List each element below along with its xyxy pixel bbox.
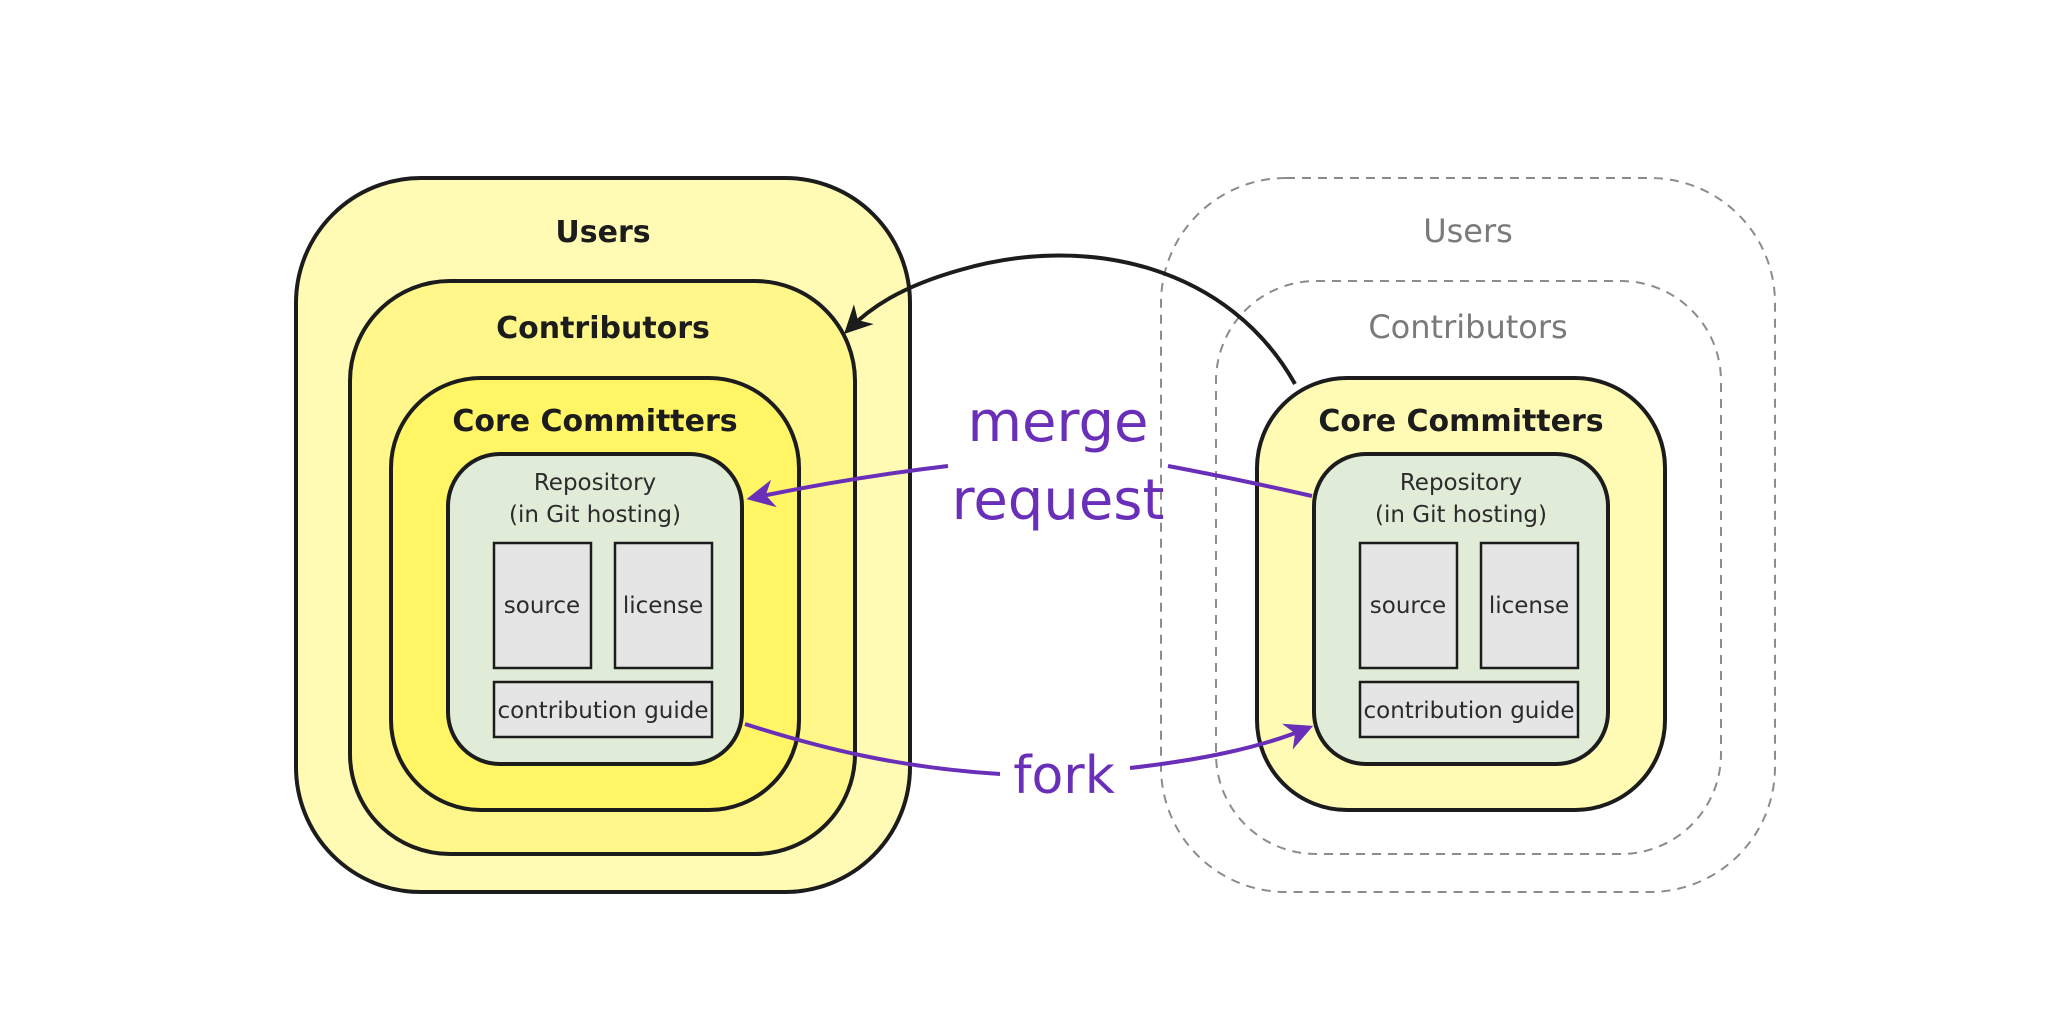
fork-license-box [1479,541,1580,670]
upstream-license-label: license [623,593,703,619]
upstream-core-label: Core Committers [452,404,737,439]
fork-contributors-label: Contributors [1368,308,1567,346]
fork-label: fork [1013,746,1115,806]
fork-arrow-left [744,722,1001,776]
fork-users-box [1160,177,1776,893]
fork-guide-box [1358,680,1580,739]
upstream-license-box [613,541,714,670]
upstream-repository-label-line2: (in Git hosting) [509,502,681,528]
upstream-guide-box [492,680,714,739]
fork-arrow-right [1129,723,1314,770]
merge-request-label-line2: request [952,468,1165,533]
upstream-project: Users Contributors Core Committers Repos… [294,176,912,894]
upstream-contributors-label: Contributors [496,311,710,346]
fork-repository-label-line1: Repository [1400,470,1522,496]
forked-project: Users Contributors Core Committers Repos… [1160,177,1776,893]
fork-users-label: Users [1423,212,1513,250]
upstream-users-label: Users [555,215,650,250]
merge-request-arrow-right [1167,464,1313,498]
merge-request-label-line1: merge [967,390,1148,455]
merge-request-arrow-left [746,464,949,508]
fork-guide-label: contribution guide [1363,698,1574,724]
fork-core-label: Core Committers [1318,404,1603,439]
fork-license-label: license [1489,593,1569,619]
fork-source-label: source [1370,593,1446,619]
upstream-source-label: source [504,593,580,619]
core-to-contributors-arrow [844,253,1297,385]
upstream-guide-label: contribution guide [497,698,708,724]
fork-contributors-box [1215,280,1722,855]
upstream-source-box [492,541,593,670]
upstream-repository-label-line1: Repository [534,470,656,496]
fork-source-box [1358,541,1459,670]
fork-repository-label-line2: (in Git hosting) [1375,502,1547,528]
